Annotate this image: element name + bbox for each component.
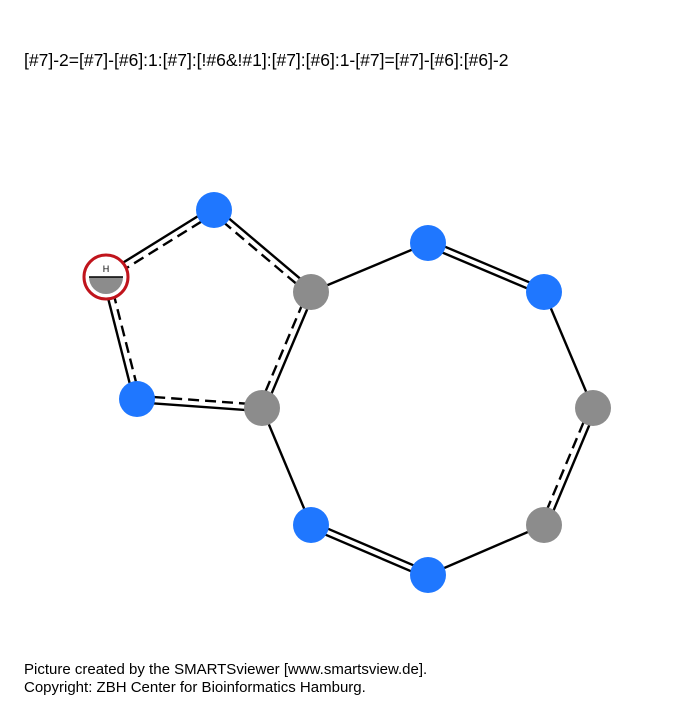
atom-c5 (293, 274, 329, 310)
carbon-atom (526, 507, 562, 543)
footer-credits: Picture created by the SMARTSviewer [www… (24, 661, 427, 697)
bond-n7-n6-a (309, 526, 428, 580)
bonds-layer (101, 206, 598, 580)
bond-n7-n6-b (311, 520, 430, 574)
atom-c4 (244, 390, 280, 426)
bond-c5-n10 (310, 241, 429, 294)
atom-n10 (410, 225, 446, 261)
smarts-string: [#7]-2=[#7]-[#6]:1:[#7]:[!#6&!#1]:[#7]:[… (24, 50, 509, 70)
bond-n3-c4-dashed (137, 394, 263, 407)
bond-c4-c5-solid (263, 292, 316, 410)
nitrogen-atom (293, 507, 329, 543)
atom-label: H (103, 264, 110, 274)
carbon-atom (575, 390, 611, 426)
atom-c9 (575, 390, 611, 426)
bond-n10-n11-a (428, 238, 546, 291)
bond-c9-c8-dashed (539, 406, 592, 525)
bond-c9-c8-solid (545, 408, 598, 527)
bond-n11-c9 (542, 291, 595, 409)
nitrogen-atom (526, 274, 562, 310)
atoms-layer: H (82, 192, 611, 593)
atom-n3 (119, 381, 155, 417)
footer-line-copyright: Copyright: ZBH Center for Bioinformatics… (24, 679, 366, 696)
nitrogen-atom (410, 225, 446, 261)
atom-half-disc (89, 277, 123, 294)
nitrogen-atom (410, 557, 446, 593)
bond-n10-n11-b (426, 244, 544, 297)
nitrogen-atom (196, 192, 232, 228)
nitrogen-atom (119, 381, 155, 417)
atom-n6 (293, 507, 329, 543)
bond-c5-n1-solid (215, 206, 314, 291)
footer-line-created: Picture created by the SMARTSviewer [www… (24, 661, 428, 678)
atom-n1 (196, 192, 232, 228)
bond-c8-n7 (427, 523, 545, 577)
atom-n11 (526, 274, 562, 310)
bond-n6-c4 (260, 407, 313, 526)
atom-h2: H (82, 253, 130, 301)
bond-c5-n1-dashed (211, 211, 310, 296)
bond-n3-c4-solid (136, 400, 262, 413)
atom-n7 (410, 557, 446, 593)
atom-c8 (526, 507, 562, 543)
carbon-atom (293, 274, 329, 310)
bond-c4-c5-dashed (257, 290, 310, 408)
carbon-atom (244, 390, 280, 426)
